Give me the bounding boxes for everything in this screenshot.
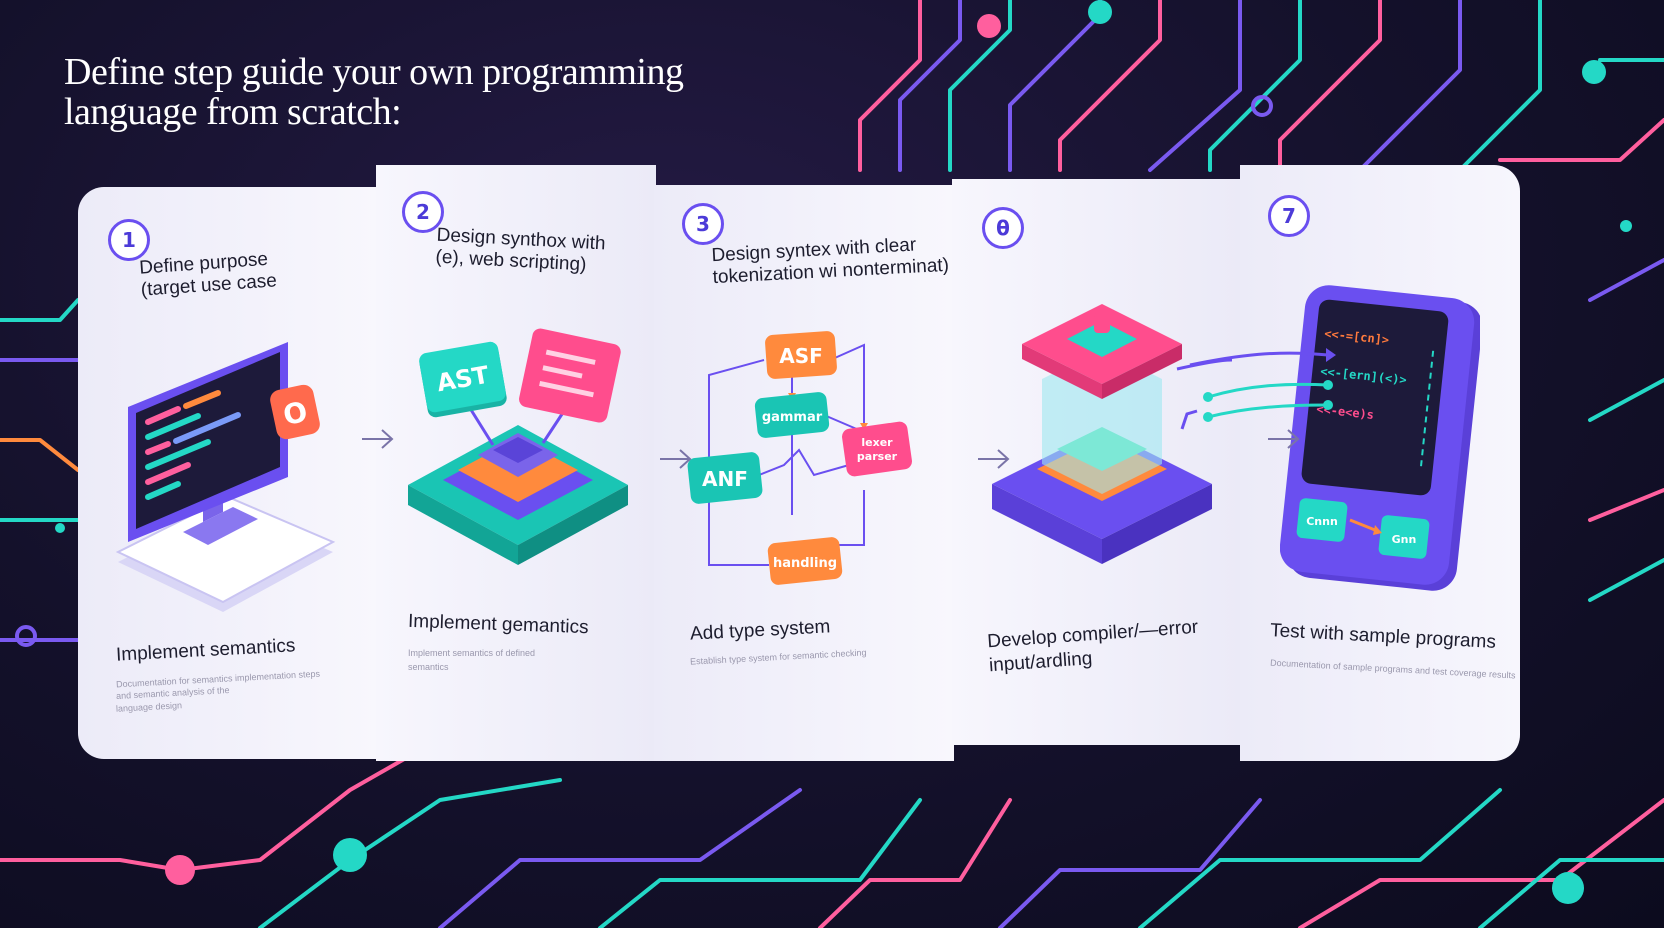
step-badge-4: θ — [982, 207, 1024, 249]
flow-node-handling: handling — [773, 556, 837, 571]
step-heading-1: Define purpose (target use case — [139, 248, 278, 301]
code-line — [145, 439, 211, 470]
compiler-tower-illustration — [992, 304, 1232, 564]
trifold-brochure: 1 Define purpose (target use case — [78, 165, 1588, 785]
step-footer-2: Implement gemantics — [407, 610, 589, 639]
code-line — [145, 481, 181, 500]
code-line — [145, 406, 181, 425]
monitor-illustration: O — [115, 342, 336, 612]
code-line — [145, 462, 191, 485]
code-line-1: <<-=[cn]> — [1324, 326, 1390, 347]
code-chip-1: Cnnn — [1306, 515, 1338, 528]
step-badge-2: 2 — [402, 191, 444, 233]
flow-node-asf: ASF — [779, 344, 823, 368]
step-footer-1: Implement semantics — [115, 635, 296, 666]
flow-node-lexer-1: lexer — [861, 436, 893, 449]
step-badge-1: 1 — [108, 219, 150, 261]
code-line — [145, 441, 171, 455]
title-line-2: language from scratch: — [64, 91, 402, 133]
arrow-right-icon — [362, 429, 394, 449]
code-chip-2: Gnn — [1392, 533, 1417, 546]
fine-line: semantics — [408, 662, 449, 672]
fine-line: Documentation of sample programs and tes… — [1269, 657, 1516, 681]
step-panel-5: 7 <<-=[cn]> <<-[ern](<)> <<-e<e)s Cnnn G… — [1240, 165, 1520, 761]
page-title: Define step guide your own programming l… — [64, 52, 764, 132]
flow-node-grammar: gammar — [762, 410, 823, 425]
step-heading-3: Design syntex with clear tokenization wi… — [711, 233, 950, 289]
arrow-right-icon — [1268, 429, 1300, 449]
fine-line: Implement semantics of defined — [408, 648, 536, 658]
step-badge-3: 3 — [682, 203, 724, 245]
step-panel-3: 3 Design syntex with clear tokenization … — [654, 185, 954, 761]
flow-diagram: ASF gammar lexer parser ANF handling — [687, 331, 912, 585]
step-badge-5: 7 — [1268, 195, 1310, 237]
step-panel-1: 1 Define purpose (target use case — [78, 187, 378, 759]
flow-node-lexer-2: parser — [857, 450, 898, 463]
arrow-right-icon — [978, 449, 1010, 469]
step-footer-5: Test with sample programs — [1269, 620, 1497, 653]
step-footer-3: Add type system — [689, 616, 831, 645]
flow-node-anf: ANF — [702, 467, 748, 491]
code-line — [145, 413, 201, 440]
arrow-right-icon — [660, 449, 692, 469]
code-tablet-illustration: <<-=[cn]> <<-[ern](<)> <<-e<e)s Cnnn Gnn — [1280, 285, 1480, 591]
fine-line: language design — [115, 700, 183, 714]
step-footer-4: Develop compiler/—error input/ardling — [987, 616, 1201, 679]
connector-lines — [1189, 348, 1336, 422]
step-heading-2: Design synthox with (e), web scripting) — [435, 225, 606, 278]
ast-platform-illustration: AST — [408, 328, 628, 565]
title-line-1: Define step guide your own programming — [64, 51, 684, 93]
code-line — [173, 412, 241, 444]
fine-line: Establish type system for semantic check… — [689, 647, 867, 667]
step-panel-4: θ Develop compiler/—error input/ardling — [952, 179, 1242, 745]
code-line — [183, 390, 221, 409]
step-panel-2: 2 Design synthox with (e), web scripting… — [376, 165, 656, 761]
